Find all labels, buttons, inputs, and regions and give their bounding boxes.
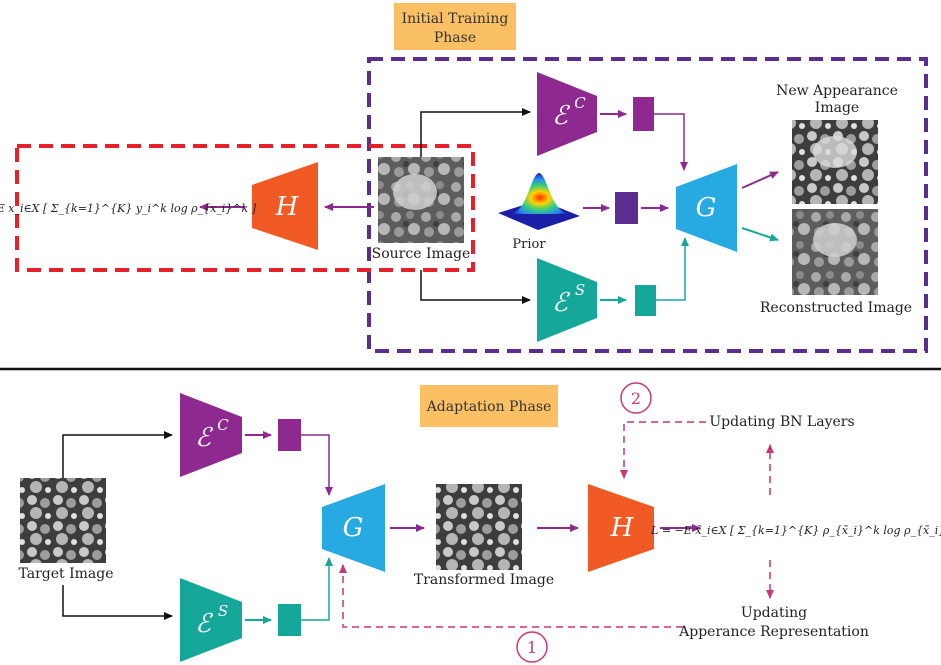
target-image-label: Target Image: [18, 566, 113, 582]
adapt-generator-g-symbol: G: [343, 513, 364, 543]
prior-plane: [498, 200, 580, 230]
target-image: [20, 478, 106, 563]
adapt-content-code: [278, 419, 301, 451]
source-image-blob: [393, 174, 437, 210]
updating-bn-label: Updating BN Layers: [709, 414, 854, 430]
arrow-target-to-es: [62, 585, 173, 620]
arrow-source-to-es: [420, 270, 531, 304]
arrow-source-to-ec: [420, 108, 531, 157]
encoder-s-symbol: ℰ: [552, 288, 570, 318]
adapt-arrow-style-to-g: [301, 557, 333, 621]
adapt-head-h-block: [588, 484, 654, 572]
adapt-arrow-content-to-g: [301, 434, 333, 496]
initial-phase-title-line1: Initial Training: [402, 11, 509, 27]
encoder-c-superscript: C: [574, 94, 586, 112]
transformed-image: [436, 484, 522, 570]
new-appearance-blob: [813, 136, 857, 168]
generator-g-symbol: G: [696, 193, 717, 223]
reconstructed-blob: [813, 223, 857, 257]
prior-gaussian: [510, 173, 570, 214]
adapt-encoder-c-symbol: ℰ: [195, 423, 213, 453]
arrow-appearance-to-g: [339, 564, 683, 628]
style-code: [635, 285, 656, 316]
adapt-encoder-c-block: [180, 393, 242, 477]
new-appearance-label-line1: New Appearance: [776, 83, 898, 99]
arrow-content-code-to-g: [654, 113, 688, 171]
adaptation-phase-title-box: [420, 385, 558, 427]
initial-training-phase: Initial Training Phase Source Image H L …: [0, 3, 928, 353]
initial-loss-formula: L = −E x_i∈X [ Σ_{k=1}^{K} y_i^k log ρ_{…: [0, 202, 257, 215]
generator-g-block: [676, 164, 737, 252]
adapt-head-h-symbol: H: [610, 513, 635, 543]
arrow-target-to-ec: [62, 431, 173, 478]
adapt-generator-g-block: [322, 484, 385, 572]
arrow-bn-to-h: [620, 421, 706, 479]
adapt-encoder-c-superscript: C: [217, 416, 229, 434]
updating-appearance-label-line1: Updating: [741, 605, 807, 621]
encoder-c-symbol: ℰ: [552, 101, 570, 131]
new-appearance-label-line2: Image: [815, 100, 859, 116]
step-2-badge: [620, 382, 652, 414]
adaptation-phase-title: Adaptation Phase: [426, 399, 552, 415]
step-1-number: 1: [527, 638, 537, 657]
arrow-g-to-new-appearance: [741, 171, 779, 189]
adapt-encoder-s-block: [180, 578, 242, 662]
initial-phase-title-box: [394, 3, 516, 50]
adaptation-loss-formula: L = −E x̃_i∈X [ Σ_{k=1}^{K} ρ_{x̃_i}^k l…: [650, 524, 941, 537]
encoder-s-superscript: S: [575, 281, 585, 299]
reconstructed-label: Reconstructed Image: [760, 300, 912, 316]
adapt-encoder-s-symbol: ℰ: [195, 609, 213, 639]
arrow-g-to-reconstructed: [741, 227, 779, 242]
content-code: [633, 97, 654, 131]
prior-code: [615, 192, 638, 224]
classifier-region-border: [15, 144, 475, 272]
adapt-style-code: [278, 604, 301, 636]
training-region-border: [367, 57, 928, 353]
arrow-style-code-to-g: [656, 237, 689, 301]
initial-phase-title-line2: Phase: [434, 30, 476, 46]
updating-appearance-label-line2: Apperance Representation: [678, 624, 869, 640]
head-h-block: [252, 162, 318, 250]
head-h-symbol: H: [275, 192, 300, 222]
encoder-s-block: [537, 258, 597, 342]
prior-label: Prior: [512, 237, 546, 252]
step-2-number: 2: [631, 389, 641, 408]
transformed-image-label: Transformed Image: [414, 572, 554, 588]
adapt-encoder-s-superscript: S: [218, 602, 228, 620]
source-image-label: Source Image: [372, 246, 471, 262]
encoder-c-block: [537, 72, 597, 156]
adaptation-phase: Adaptation Phase Target Image ℰ C ℰ S G …: [18, 382, 941, 663]
step-1-badge: [516, 631, 548, 663]
